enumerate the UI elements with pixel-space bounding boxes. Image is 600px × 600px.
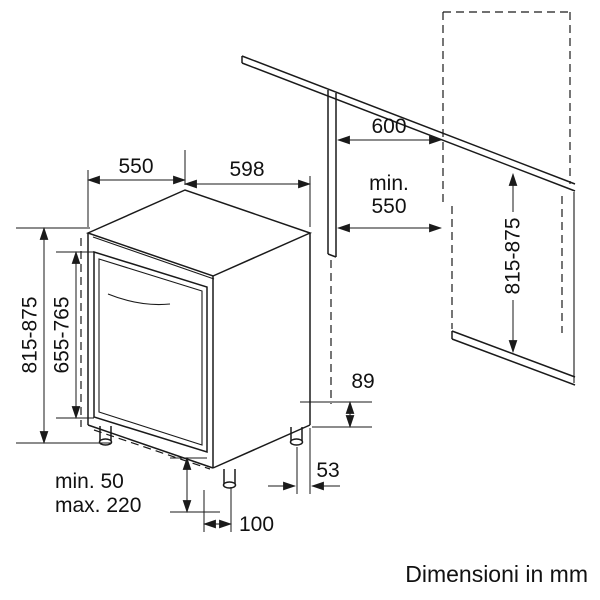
- dim-foot-from-front-label: 100: [239, 513, 274, 536]
- worktop-edge: [241, 55, 576, 192]
- dim-top-depth: 550: [86, 150, 187, 227]
- door-handle-recess: [107, 293, 171, 306]
- dim-top-width-label: 598: [229, 158, 264, 181]
- dishwasher-body: [80, 189, 313, 470]
- niche-floor: [451, 192, 576, 386]
- dim-top-depth-label: 550: [118, 155, 153, 178]
- dim-foot-from-side: 53: [268, 428, 340, 494]
- dim-niche-depth-value: 550: [371, 195, 406, 218]
- dim-feet-adjustment: min. 50 max. 220: [55, 456, 220, 517]
- niche-side-wall: [327, 90, 337, 404]
- dim-niche-height: 815-875: [502, 172, 525, 354]
- front-left-foot: [98, 438, 113, 446]
- dim-foot-from-side-label: 53: [316, 459, 339, 482]
- dim-appliance-height: 815-875: [16, 226, 112, 445]
- dim-feet-min-label: min. 50: [55, 470, 124, 493]
- dim-worktop-depth: 600: [336, 115, 443, 145]
- dim-niche-depth-prefix: min.: [369, 172, 409, 195]
- dim-niche-height-label: 815-875: [502, 217, 525, 294]
- dim-top-width: 598: [183, 158, 312, 227]
- niche-hidden-outline: [442, 11, 571, 333]
- dim-foot-from-front: 100: [202, 487, 274, 536]
- dim-base-height: 89: [300, 370, 375, 429]
- door-panel: [93, 250, 208, 454]
- dim-niche-depth: min. 550: [336, 172, 443, 233]
- dim-worktop-depth-label: 600: [371, 115, 406, 138]
- adjustable-feet: [98, 426, 304, 489]
- dim-door-height: 655-765: [51, 250, 94, 420]
- top-face: [85, 189, 313, 277]
- dim-feet-max-label: max. 220: [55, 494, 141, 517]
- dim-base-height-label: 89: [351, 370, 374, 393]
- dim-appliance-height-label: 815-875: [19, 296, 42, 373]
- dim-door-height-label: 655-765: [51, 296, 74, 373]
- front-right-foot: [222, 481, 237, 489]
- units-caption: Dimensioni in mm: [405, 561, 588, 587]
- rear-foot: [289, 438, 304, 446]
